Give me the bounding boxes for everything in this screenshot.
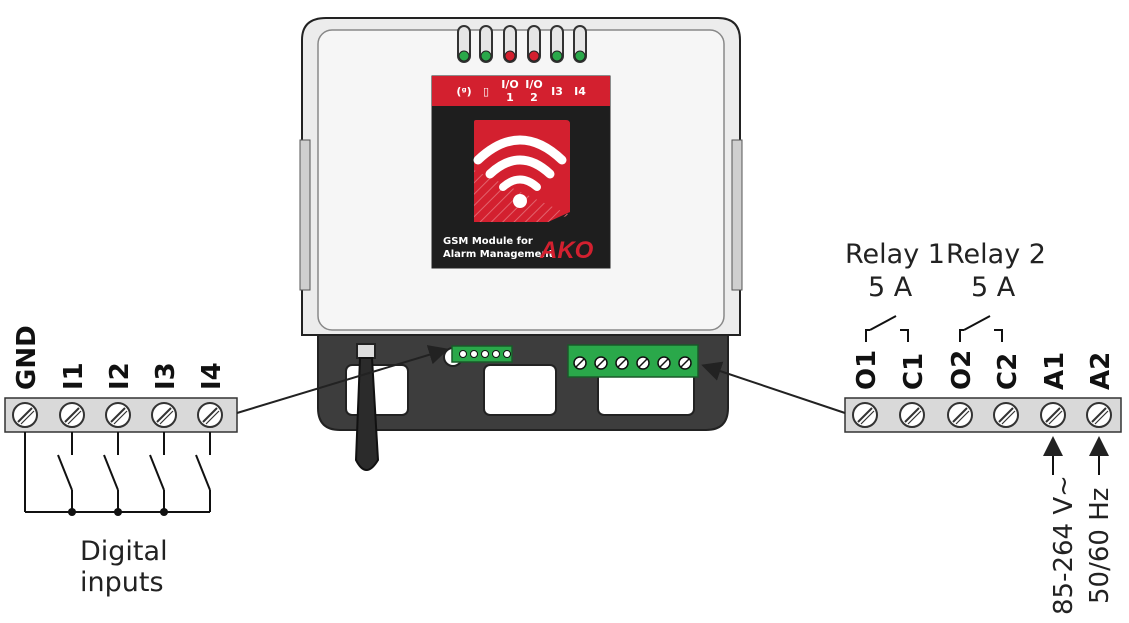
terminal-label-i4: I4 [197,362,227,390]
screw [492,350,500,358]
terminal-label-o2: O2 [947,350,977,390]
terminal-label-o1: O1 [852,350,882,390]
screw [470,350,478,358]
digital-inputs-caption-2: inputs [80,567,164,598]
ako-logo: AKO [539,237,594,264]
terminal-label-c1: C1 [899,353,929,390]
led-sublabel: 1 [506,91,514,104]
junction-dot [160,508,168,516]
relay1-rating: 5 A [868,272,913,303]
screw [503,350,511,358]
terminal-label-i3: I3 [151,362,181,390]
junction-dot [68,508,76,516]
terminal-label-a2: A2 [1086,352,1116,390]
supply-voltage: 85-264 V~ [1049,475,1079,615]
module-line-1: GSM Module for [443,236,533,247]
status-led [528,50,540,62]
right-terminal-block: O1 C1 O2 C2 A1 A2 [844,350,1122,433]
supply-arrows [1043,436,1109,475]
digital-inputs-caption-1: Digital [80,536,168,567]
supply-frequency: 50/60 Hz [1085,488,1115,604]
terminal-label-a1: A1 [1040,352,1070,390]
antenna [354,343,380,471]
terminal-label-i1: I1 [59,362,89,390]
base-cutout-1 [345,364,409,416]
led-label: I3 [551,85,563,98]
status-led [504,50,516,62]
left-connection-arrow [236,345,449,414]
relay2-name: Relay 2 [946,239,1046,270]
left-terminal-block: GND I1 I2 I3 I4 [4,325,238,516]
relay2-rating: 5 A [971,272,1016,303]
junction-dot [114,508,122,516]
terminal-label-c2: C2 [993,353,1023,390]
screw [481,350,489,358]
screw [459,350,467,358]
led-label: I/O [501,78,518,91]
relay1-name: Relay 1 [845,239,945,270]
right-connection-arrow [701,361,846,414]
front-panel-header [432,76,610,106]
status-led [480,50,492,62]
status-led [458,50,470,62]
side-vent-left [299,139,311,291]
led-sublabel: 2 [530,91,538,104]
wifi-dot [513,194,527,208]
status-led [551,50,563,62]
status-led [574,50,586,62]
led-label: I/O [525,78,542,91]
relay-contact-symbols [865,315,1003,342]
led-label: I4 [574,85,586,98]
terminal-label-i2: I2 [105,362,135,390]
terminal-label-gnd: GND [12,325,42,390]
led-label: (ᵍ) [456,85,471,98]
module-line-2: Alarm Management [443,249,554,260]
wifi-icon [473,135,567,191]
side-vent-right [731,139,743,291]
led-row [457,25,587,63]
led-label: ▯ [483,85,489,98]
relay-power-connector [567,344,699,378]
base-cutout-2 [483,364,557,416]
